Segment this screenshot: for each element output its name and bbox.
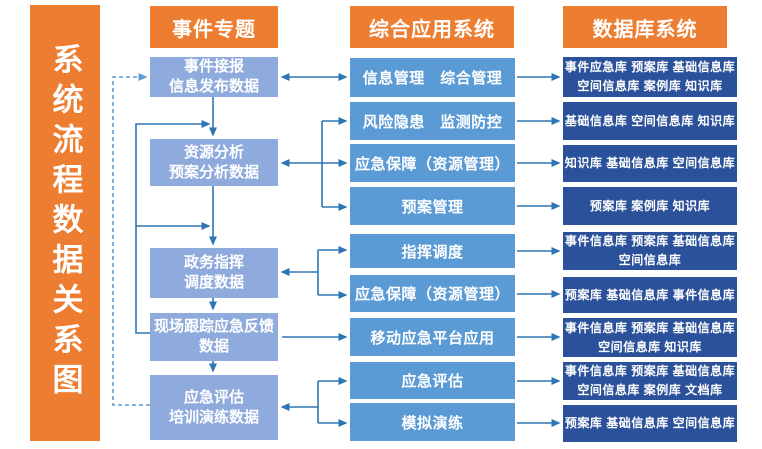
app-box-emergency-support-2: 应急保障（资源管理） bbox=[350, 275, 515, 312]
db-box-4: 预案库 案例库 知识库 bbox=[563, 187, 737, 225]
db-box-1: 事件应急库 预案库 基础信息库 空间信息库 案例库 知识库 bbox=[563, 57, 737, 97]
app-box-risk-monitoring: 风险隐患 监测防控 bbox=[350, 102, 515, 140]
app-box-mobile-platform: 移动应急平台应用 bbox=[350, 318, 515, 356]
topic-box-government-dispatch-data: 政务指挥 调度数据 bbox=[150, 248, 278, 298]
feedback-solid-arrows bbox=[135, 120, 211, 334]
db-box-5: 事件信息库 预案库 基础信息库 空间信息库 bbox=[563, 232, 737, 270]
topic-box-event-report-data: 事件接报 信息发布数据 bbox=[150, 57, 278, 97]
app-box-info-management: 信息管理 综合管理 bbox=[350, 58, 515, 97]
diagram-title-bar: 系统流程数据关系图 bbox=[30, 5, 100, 441]
db-box-3: 知识库 基础信息库 空间信息库 bbox=[563, 145, 737, 182]
topic-app-arrows bbox=[280, 73, 348, 427]
column-header-event-topics: 事件专题 bbox=[150, 6, 278, 48]
db-box-7: 事件信息库 预案库 基础信息库 空间信息库 知识库 bbox=[563, 318, 737, 357]
app-box-emergency-evaluation: 应急评估 bbox=[350, 362, 515, 399]
column-header-application-systems: 综合应用系统 bbox=[350, 6, 514, 48]
topic-box-resource-analysis-data: 资源分析 预案分析数据 bbox=[150, 139, 278, 186]
app-box-simulation-drill: 模拟演练 bbox=[350, 403, 515, 441]
db-box-2: 基础信息库 空间信息库 知识库 bbox=[563, 102, 737, 140]
feedback-dashed-arrow bbox=[112, 73, 150, 406]
db-box-8: 事件信息库 预案库 基础信息库 空间信息库 案例库 文档库 bbox=[563, 362, 737, 400]
app-box-plan-management: 预案管理 bbox=[350, 187, 515, 225]
topic-box-field-tracking-feedback-data: 现场跟踪应急反馈 数据 bbox=[150, 313, 278, 361]
app-box-command-dispatch: 指挥调度 bbox=[350, 234, 515, 268]
db-box-9: 预案库 基础信息库 空间信息库 bbox=[563, 405, 737, 442]
column-header-database-systems: 数据库系统 bbox=[563, 6, 727, 48]
app-box-emergency-support-1: 应急保障（资源管理） bbox=[350, 144, 515, 182]
db-box-6: 预案库 基础信息库 事件信息库 bbox=[563, 277, 737, 313]
topic-box-evaluation-training-data: 应急评估 培训演练数据 bbox=[150, 375, 278, 440]
app-db-arrows bbox=[517, 73, 561, 427]
diagram-title: 系统流程数据关系图 bbox=[47, 43, 83, 403]
